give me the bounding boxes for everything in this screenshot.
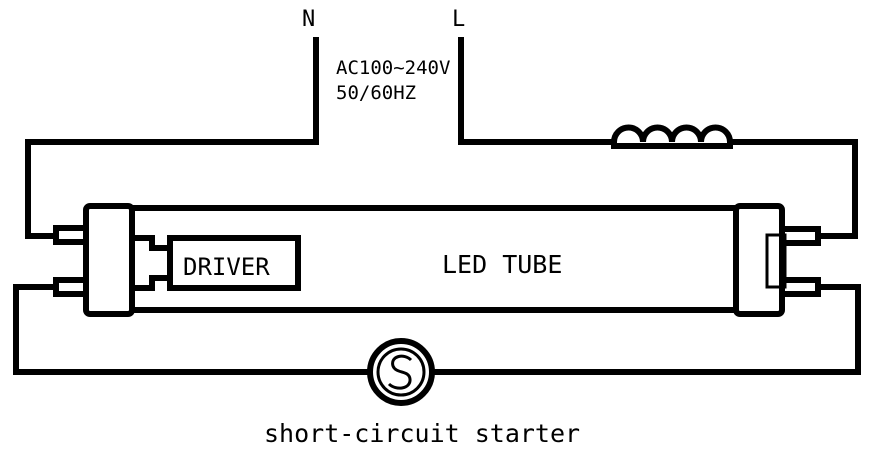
right-end-cap xyxy=(733,203,821,317)
live-terminal-label: L xyxy=(452,7,465,32)
ballast-to-tube-wire xyxy=(727,139,858,239)
starter-wire-right xyxy=(429,284,861,375)
neutral-terminal-label: N xyxy=(302,7,315,32)
starter-symbol xyxy=(367,338,435,406)
live-wire xyxy=(458,37,617,145)
inductor-coil-icon xyxy=(610,124,734,149)
supply-voltage-label: AC100~240V xyxy=(336,57,450,79)
neutral-wire xyxy=(25,37,319,239)
left-end-cap xyxy=(53,203,135,317)
internal-short-bracket xyxy=(765,233,787,289)
led-tube-label: LED TUBE xyxy=(442,250,562,279)
starter-caption: short-circuit starter xyxy=(264,419,580,448)
starter-wire-left xyxy=(13,284,373,375)
driver-label: DRIVER xyxy=(183,253,270,281)
driver-connector xyxy=(129,235,173,291)
driver-box xyxy=(167,235,301,291)
supply-frequency-label: 50/60HZ xyxy=(336,82,416,104)
